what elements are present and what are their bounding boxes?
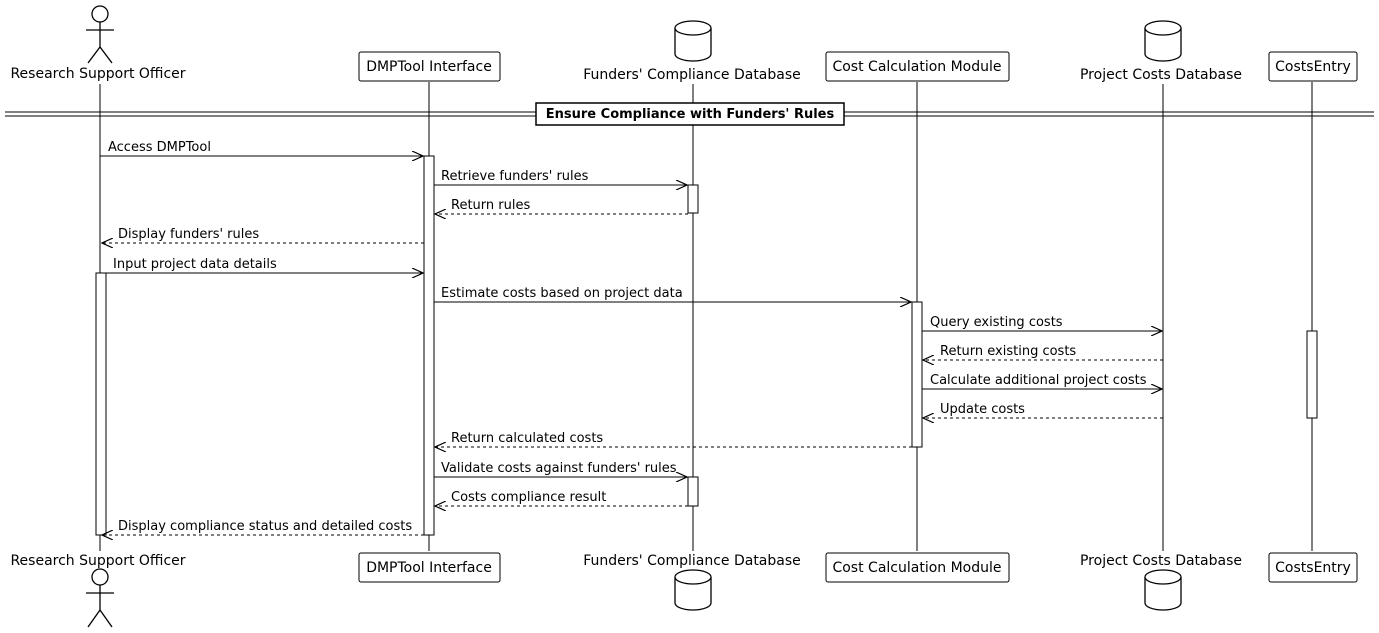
participant-label: Project Costs Database (1080, 67, 1242, 83)
participant-cost-module-top: Cost Calculation Module (825, 51, 1010, 82)
participant-label: Funders' Compliance Database (583, 67, 801, 83)
participant-compliance-db-bottom: Funders' Compliance Database (583, 553, 801, 611)
activation-cost-module (911, 301, 923, 448)
message-10: Update costs (923, 402, 1163, 418)
participant-label: Project Costs Database (1080, 553, 1242, 569)
message-label: Access DMPTool (108, 140, 211, 155)
section-divider: Ensure Compliance with Funders' Rules (5, 102, 1374, 126)
participant-officer-top: Research Support Officer (10, 5, 186, 82)
participant-label: Cost Calculation Module (832, 59, 1001, 75)
participant-label: CostsEntry (1275, 59, 1351, 75)
message-1: Access DMPTool (100, 140, 423, 156)
participant-label: DMPTool Interface (366, 59, 492, 75)
message-label: Calculate additional project costs (930, 373, 1147, 388)
message-label: Return existing costs (940, 344, 1076, 359)
participant-label: Funders' Compliance Database (583, 553, 801, 569)
participant-label: CostsEntry (1275, 560, 1351, 576)
participant-label: Research Support Officer (10, 66, 185, 82)
activation-costs-entry (1306, 330, 1318, 419)
activation-compliance-db-1 (687, 184, 699, 214)
message-label: Estimate costs based on project data (441, 286, 683, 301)
participant-label: Cost Calculation Module (832, 560, 1001, 576)
message-7: Query existing costs (922, 315, 1162, 331)
message-label: Query existing costs (930, 315, 1063, 330)
message-8: Return existing costs (923, 344, 1163, 360)
message-label: Retrieve funders' rules (441, 169, 589, 184)
participant-compliance-db-top: Funders' Compliance Database (583, 20, 801, 83)
participant-dmp-top: DMPTool Interface (358, 51, 501, 82)
database-icon (674, 569, 712, 611)
message-13: Costs compliance result (435, 490, 688, 506)
message-label: Costs compliance result (451, 490, 606, 505)
participant-label: DMPTool Interface (366, 560, 492, 576)
participant-costs-db-bottom: Project Costs Database (1080, 553, 1242, 611)
message-label: Validate costs against funders' rules (441, 461, 677, 476)
actor-icon (86, 5, 114, 64)
participant-costs-db-top: Project Costs Database (1080, 20, 1242, 83)
message-3: Return rules (435, 198, 688, 214)
participant-costs-entry-top: CostsEntry (1268, 51, 1358, 82)
participant-officer-bottom: Research Support Officer (10, 553, 186, 628)
database-icon (674, 20, 712, 62)
message-label: Display compliance status and detailed c… (118, 519, 412, 534)
message-5: Input project data details (106, 257, 423, 273)
message-label: Return calculated costs (451, 431, 603, 446)
message-2: Retrieve funders' rules (434, 169, 687, 185)
participant-dmp-bottom: DMPTool Interface (358, 552, 501, 583)
message-9: Calculate additional project costs (922, 373, 1162, 389)
message-11: Return calculated costs (435, 431, 912, 447)
participant-label: Research Support Officer (10, 553, 185, 569)
participant-costs-entry-bottom: CostsEntry (1268, 552, 1358, 583)
activation-officer (95, 272, 107, 536)
message-12: Validate costs against funders' rules (434, 461, 687, 477)
participant-cost-module-bottom: Cost Calculation Module (825, 552, 1010, 583)
activation-dmp (423, 155, 435, 536)
database-icon (1144, 20, 1182, 62)
message-label: Update costs (940, 402, 1025, 417)
actor-icon (86, 568, 114, 628)
message-6: Estimate costs based on project data (434, 286, 911, 302)
message-14: Display compliance status and detailed c… (102, 519, 424, 535)
message-label: Return rules (451, 198, 530, 213)
divider-title: Ensure Compliance with Funders' Rules (546, 107, 835, 122)
database-icon (1144, 569, 1182, 611)
message-label: Display funders' rules (118, 227, 259, 242)
message-label: Input project data details (113, 257, 277, 272)
message-4: Display funders' rules (102, 227, 424, 243)
activation-compliance-db-2 (687, 476, 699, 507)
